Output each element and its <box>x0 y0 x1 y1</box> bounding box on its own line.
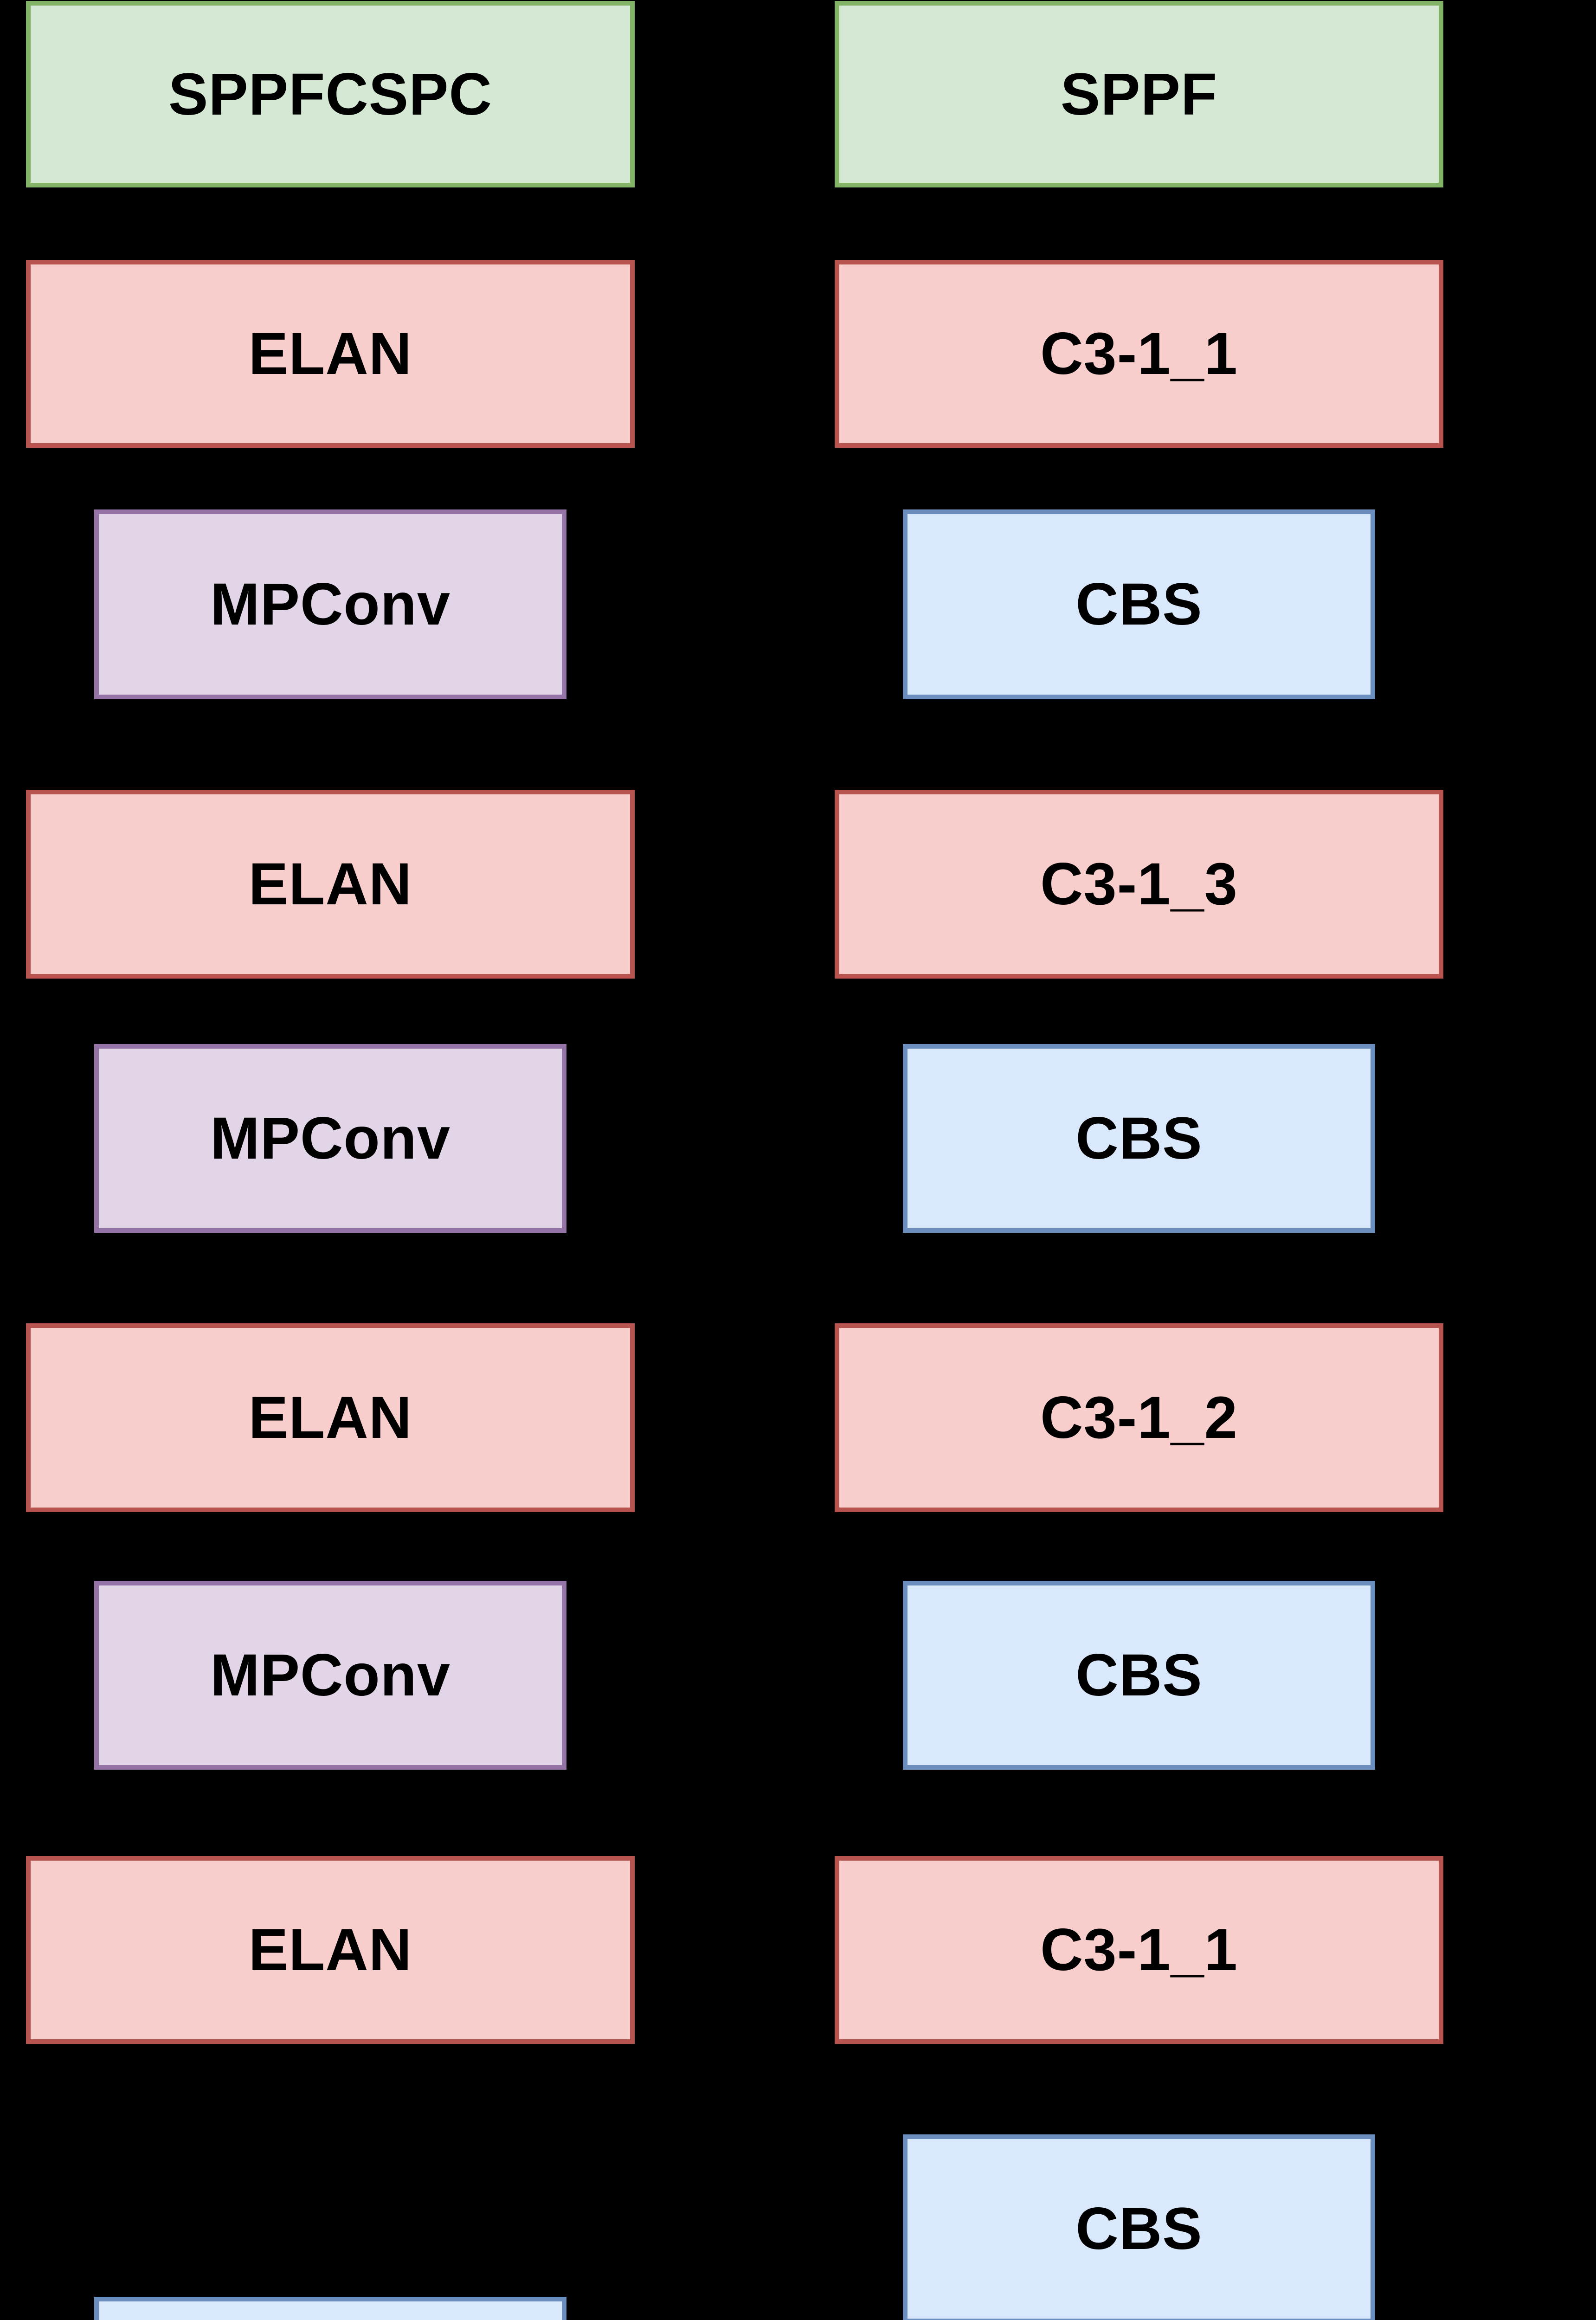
node-label: CBS <box>1075 1105 1203 1172</box>
node-label: C3-1_1 <box>1040 321 1238 387</box>
node-cbs-2: CBS <box>903 1044 1375 1233</box>
node-mpconv-3: MPConv <box>94 1581 566 1770</box>
node-cbs-4: CBS <box>903 2134 1375 2320</box>
node-elan-4: ELAN <box>26 1856 635 2044</box>
node-elan-3: ELAN <box>26 1323 635 1512</box>
node-cbs-x4: 4 x CBS <box>94 2297 566 2320</box>
node-label: CBS <box>1075 1642 1203 1708</box>
node-c3-1-1-a: C3-1_1 <box>835 260 1443 448</box>
node-label: C3-1_1 <box>1040 1917 1238 1983</box>
node-label: SPPFCSPC <box>168 61 492 128</box>
node-label: MPConv <box>210 571 450 638</box>
node-label: CBS <box>1075 2196 1203 2262</box>
node-elan-1: ELAN <box>26 260 635 448</box>
node-mpconv-1: MPConv <box>94 509 566 699</box>
node-label: CBS <box>1075 571 1203 638</box>
node-label: SPPF <box>1060 61 1218 128</box>
node-c3-1-3: C3-1_3 <box>835 790 1443 979</box>
node-label: ELAN <box>248 321 412 387</box>
node-label: ELAN <box>248 1917 412 1983</box>
node-label: MPConv <box>210 1642 450 1708</box>
node-elan-2: ELAN <box>26 790 635 979</box>
node-cbs-1: CBS <box>903 509 1375 699</box>
node-label: C3-1_2 <box>1040 1385 1238 1451</box>
node-label: C3-1_3 <box>1040 851 1238 917</box>
node-label: ELAN <box>248 851 412 917</box>
node-label: MPConv <box>210 1105 450 1172</box>
node-label: ELAN <box>248 1385 412 1451</box>
node-c3-1-2: C3-1_2 <box>835 1323 1443 1512</box>
node-sppfcspc: SPPFCSPC <box>26 1 635 187</box>
node-c3-1-1-b: C3-1_1 <box>835 1856 1443 2044</box>
node-cbs-3: CBS <box>903 1581 1375 1770</box>
node-sppf: SPPF <box>835 1 1443 187</box>
node-mpconv-2: MPConv <box>94 1044 566 1233</box>
